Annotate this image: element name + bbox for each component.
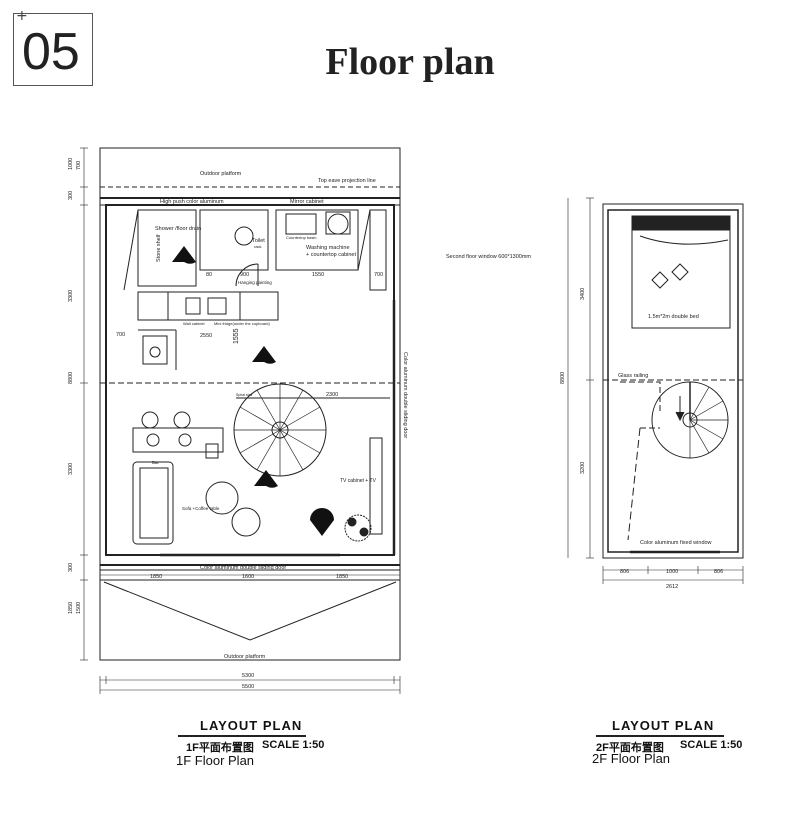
label-eave-line: Top eave projection line <box>318 178 376 184</box>
caption-2f-cn: 2F平面布置图 <box>596 742 664 754</box>
dim-5500: 5500 <box>242 684 254 690</box>
dim-2f-8800: 8800 <box>560 372 566 384</box>
dim-l-1000: 1000 <box>68 158 74 170</box>
section-number-badge: + 05 <box>13 8 93 86</box>
dim-700a: 700 <box>116 332 125 338</box>
double-bed <box>631 215 731 329</box>
dim-2550: 2550 <box>200 333 212 339</box>
dim-l-700: 700 <box>76 161 82 170</box>
label-countertop: + countertop cabinet <box>306 252 356 258</box>
sofa <box>132 461 174 545</box>
dim-2f-3200: 3200 <box>580 462 586 474</box>
dim-2f-2612: 2612 <box>666 584 678 590</box>
dim-l-300a: 300 <box>68 191 74 200</box>
label-bed: 1.5m*2m double bed <box>648 314 699 320</box>
dim-1600: 1600 <box>242 574 254 580</box>
plan-2f <box>567 197 744 584</box>
label-aluminum: High push color aluminum <box>160 199 224 205</box>
caption-2f-layout: LAYOUT PLAN <box>612 718 715 733</box>
label-fixed-window: Color aluminum fixed window <box>640 540 712 546</box>
label-rack: rack <box>254 244 262 249</box>
label-washing: Washing machine <box>306 245 350 251</box>
outline-2f <box>602 203 744 559</box>
dim-l-1500: 1500 <box>76 602 82 614</box>
dim-1850a: 1850 <box>150 574 162 580</box>
dim-700b: 700 <box>374 272 383 278</box>
tv-cabinet <box>369 437 383 535</box>
caption-2f-scale: SCALE 1:50 <box>680 739 743 751</box>
dim-5300: 5300 <box>242 673 254 679</box>
dim-2f-3400: 3400 <box>580 288 586 300</box>
dim-2f-806a: 806 <box>620 569 629 575</box>
dim-1555: 1555 <box>233 328 240 344</box>
dim-l-8800: 8800 <box>68 372 74 384</box>
crosshair-mark-icon: + <box>16 8 28 24</box>
dim-900: 900 <box>240 272 249 278</box>
label-tv: TV cabinet + TV <box>340 478 377 484</box>
plan-1f <box>80 147 401 694</box>
label-outdoor-top: Outdoor platform <box>200 171 242 177</box>
caption-1f-cn: 1F平面布置图 <box>186 742 254 754</box>
label-mirror-cabinet: Mirror cabinet <box>290 199 324 205</box>
caption-1f-en: 1F Floor Plan <box>176 753 255 768</box>
dim-2300: 2300 <box>326 392 338 398</box>
label-shower: Shower /floor drain <box>155 226 201 232</box>
dim-80: 80 <box>206 272 212 278</box>
caption-1f-layout: LAYOUT PLAN <box>200 718 303 733</box>
label-spiral-note: Spiral stair <box>236 393 253 397</box>
section-number: 05 <box>22 23 80 81</box>
dim-l-3300a: 3300 <box>68 290 74 302</box>
dim-2f-806b: 806 <box>714 569 723 575</box>
dim-1850b: 1850 <box>336 574 348 580</box>
label-toilet: Toilet <box>252 238 265 244</box>
label-stone-shelf: Stone shelf <box>156 234 162 262</box>
label-bottom-door: Color aluminum double sliding door <box>200 565 286 571</box>
caption-1f-scale: SCALE 1:50 <box>262 739 325 751</box>
label-counter-basin: Countertop basin <box>286 235 316 240</box>
outline-1f <box>99 147 401 661</box>
dim-2f-1000: 1000 <box>666 569 678 575</box>
label-wall-cabinet: Wall cabinet <box>183 321 206 326</box>
page-title: Floor plan <box>325 41 495 83</box>
label-outdoor-bottom: Outdoor platform <box>224 654 266 660</box>
label-side-door: Color aluminum double sliding door <box>402 352 408 438</box>
caption-2f-underline <box>596 735 724 737</box>
dim-l-300b: 300 <box>68 563 74 572</box>
caption-2f-en: 2F Floor Plan <box>592 751 671 766</box>
dim-l-3300b: 3300 <box>68 463 74 475</box>
label-sofa: Sofa +Coffee table <box>182 506 220 511</box>
bar-counter <box>132 427 224 453</box>
label-2f-window: Second floor window 600*1300mm <box>446 254 531 260</box>
dim-l-1850: 1850 <box>68 602 74 614</box>
label-bar: Bar <box>152 460 160 465</box>
label-mini-fridge: Mini fridge(under the cupboard) <box>214 321 270 326</box>
label-hanging-painting: Hanging painting <box>238 280 272 285</box>
caption-1f-underline <box>178 735 306 737</box>
dim-1550: 1550 <box>312 272 324 278</box>
label-railing: Glass railing <box>618 373 648 379</box>
